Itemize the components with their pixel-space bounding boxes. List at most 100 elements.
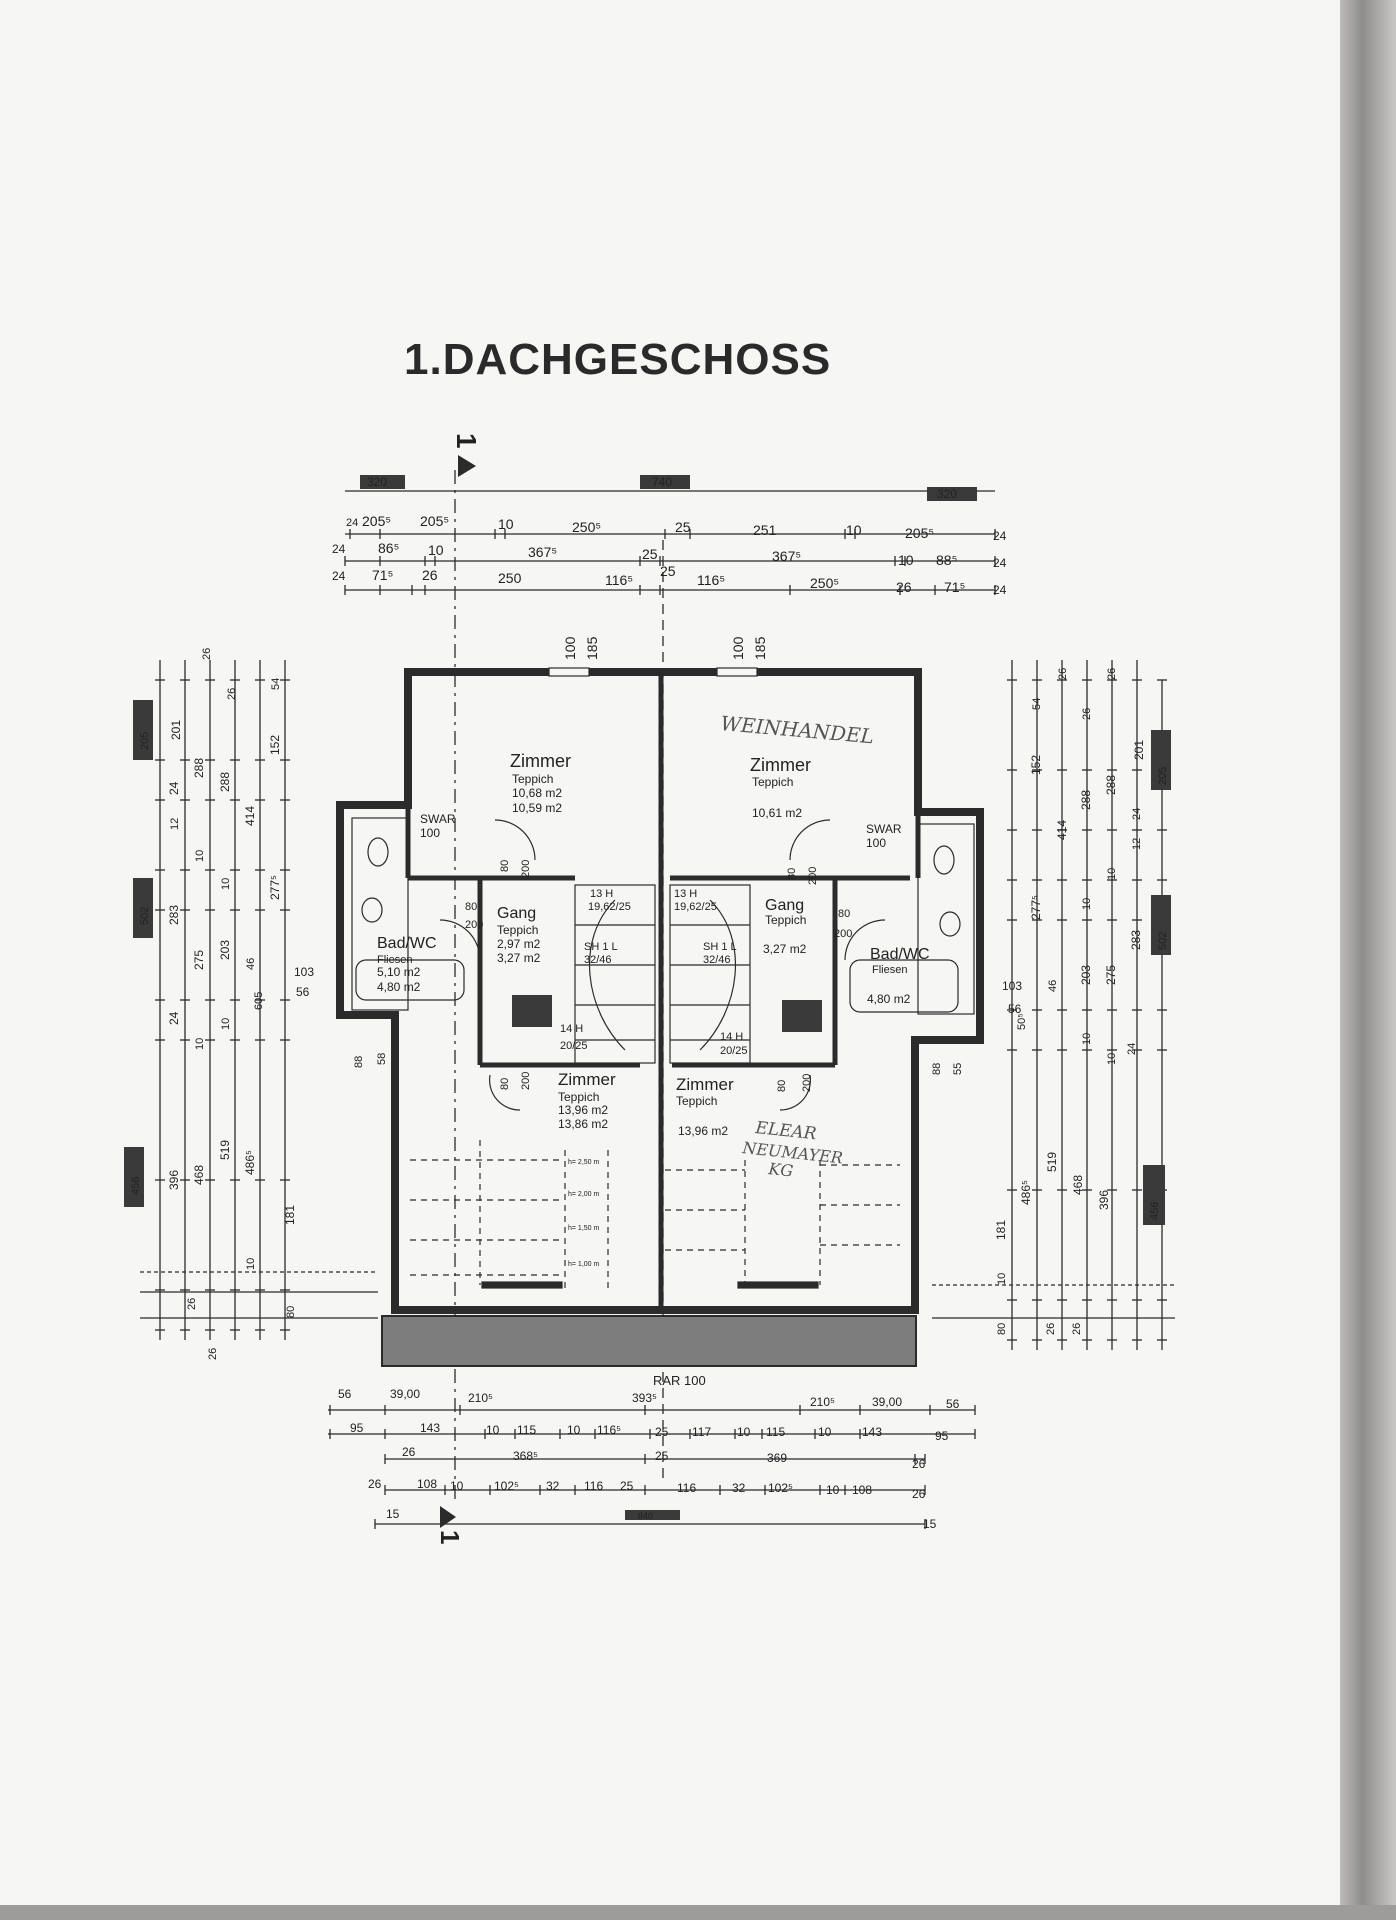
dim-right-misc-8: 80 <box>776 1080 788 1092</box>
dim-box-bottom <box>625 1510 680 1520</box>
stair-mr-2: 32/46 <box>703 954 731 966</box>
dim-top-2-c: 10 <box>428 542 444 558</box>
dim-box-top-1 <box>360 475 405 489</box>
room-zimmer-tl-name: Zimmer <box>510 751 571 771</box>
door-arc-5 <box>488 1074 521 1111</box>
dim-right-a-4: 181 <box>994 1220 1008 1240</box>
stair-left-curve <box>588 899 626 1051</box>
dim-right-d-5: 396 <box>1097 1190 1111 1210</box>
dim-right-e-3: 283 <box>1129 930 1143 950</box>
dim-left-misc-7: 200 <box>465 919 483 931</box>
dim-left-b-5: 468 <box>192 1165 206 1185</box>
room-bad-r-area1: 4,80 m2 <box>867 992 911 1006</box>
dim-left-b-1: 288 <box>192 758 206 778</box>
eave-strip <box>381 1315 917 1367</box>
door-arc-4 <box>844 919 886 961</box>
room-zimmer-tl-area2: 10,59 m2 <box>512 801 562 815</box>
dim-bot-1-e: 210⁵ <box>810 1395 835 1409</box>
room-gang-r-area1: 3,27 m2 <box>763 942 807 956</box>
dim-right-c-5: 468 <box>1071 1175 1085 1195</box>
dim-bot-2-c: 10 <box>486 1423 500 1437</box>
bad-l-inner <box>351 817 409 1011</box>
dim-top-2-h: 88⁵ <box>936 552 957 568</box>
dim-left-e-1: 152 <box>268 735 282 755</box>
dim-bot-2-g: 25 <box>655 1425 669 1439</box>
door-arc-2 <box>789 819 831 861</box>
section-label-bottom: 1 <box>435 1530 465 1544</box>
dim-top-2-a: 24 <box>332 542 346 556</box>
dim-bot-1-c: 210⁵ <box>468 1391 493 1405</box>
dim-bot-2-a: 95 <box>350 1421 364 1435</box>
dim-right-a-3: 50⁵ <box>1016 1013 1028 1030</box>
dim-left-a-1: 24 <box>167 781 181 795</box>
dim-top-3-j: 71⁵ <box>944 579 965 595</box>
section-arrow-bottom <box>440 1506 456 1528</box>
stair-ml-1: SH 1 L <box>584 941 618 953</box>
dim-right-e-1: 24 <box>1131 808 1143 820</box>
dim-top-1-0: 205⁵ <box>362 513 391 529</box>
dim-top-2-b: 86⁵ <box>378 540 399 556</box>
dim-left-a-0: 201 <box>169 720 183 740</box>
room-gang-l-floor: Teppich <box>497 923 538 937</box>
height-3: h= 1,50 m <box>568 1225 599 1232</box>
stair-right <box>669 884 751 1064</box>
dim-bot-5-c: 15 <box>923 1517 937 1531</box>
paper-sheet <box>0 0 1348 1920</box>
door-arc-3 <box>439 919 481 961</box>
scan-bottom-edge <box>0 1905 1396 1920</box>
dim-bot-3-a: 26 <box>402 1445 416 1459</box>
dim-left-misc-0: 103 <box>294 965 314 979</box>
dim-bot-4-g: 25 <box>620 1479 634 1493</box>
bathtub-right <box>849 959 959 1013</box>
stair-bl-2: 20/25 <box>560 1040 588 1052</box>
stair-br-1: 14 H <box>720 1031 743 1043</box>
dim-left-d-3: 486⁵ <box>243 1150 257 1175</box>
dim-left-b-4: 10 <box>194 1038 206 1050</box>
dim-left-d-2: 46 <box>245 958 257 970</box>
dim-box-right-3 <box>1143 1165 1165 1225</box>
dim-right-misc-9: 200 <box>801 1074 813 1092</box>
dim-bot-5-b: 840 <box>638 1511 653 1521</box>
dim-top-3-c: 26 <box>422 567 438 583</box>
stair-ml-2: 32/46 <box>584 954 612 966</box>
dim-ticks-top <box>344 529 996 595</box>
room-zimmer-bl-area1: 13,96 m2 <box>558 1103 608 1117</box>
dim-left-c-3: 203 <box>218 940 232 960</box>
room-gang-r-floor: Teppich <box>765 913 806 927</box>
dim-top-3-f: 25 <box>660 563 676 579</box>
stair-tl-2: 19,62/25 <box>588 901 631 913</box>
dim-box-left-3 <box>124 1147 144 1207</box>
room-gang-l-name: Gang <box>497 905 536 922</box>
dim-left-c-5: 519 <box>218 1140 232 1160</box>
room-gang-l-area2: 3,27 m2 <box>497 951 541 965</box>
dim-right-c-4: 10 <box>1081 1033 1093 1045</box>
dim-bot-4-a: 26 <box>368 1477 382 1491</box>
door-arc-1 <box>494 819 536 861</box>
dim-right-misc-3: 55 <box>952 1063 964 1075</box>
room-bad-l-area1: 5,10 m2 <box>377 965 421 979</box>
dim-left-e-0: 54 <box>270 678 282 690</box>
dim-left-misc-3: 58 <box>376 1053 388 1065</box>
dim-window-3: 100 <box>730 636 746 660</box>
room-zimmer-tr-floor: Teppich <box>752 775 793 789</box>
dim-top-box-2: 740 <box>652 475 672 489</box>
dim-left-b-6: 26 <box>186 1298 198 1310</box>
dim-bot-1-a: 56 <box>338 1387 352 1401</box>
height-2: h= 2,00 m <box>568 1191 599 1198</box>
dim-bot-3-d: 369 <box>767 1451 787 1465</box>
dim-left-c-1: 288 <box>218 772 232 792</box>
dim-left-misc-5: 200 <box>520 860 532 878</box>
dim-left-box-3: 456 <box>130 1177 142 1195</box>
dim-left-e-2: 277⁵ <box>268 875 282 900</box>
chimney-left <box>512 995 552 1027</box>
skylight-right <box>737 1281 819 1289</box>
dim-top-3-b: 71⁵ <box>372 567 393 583</box>
dim-bot-2-j: 115 <box>766 1425 785 1439</box>
dim-bot-4-b: 108 <box>417 1477 437 1491</box>
handwritten-weinhandel: WEINHANDEL <box>720 711 875 748</box>
dim-bot-2-b: 143 <box>420 1421 440 1435</box>
stair-right-curve <box>699 899 737 1051</box>
dim-right-a-2: 277⁵ <box>1029 895 1043 920</box>
dim-left-e-3: 605 <box>253 992 265 1010</box>
swar-right-val: 100 <box>866 836 886 850</box>
